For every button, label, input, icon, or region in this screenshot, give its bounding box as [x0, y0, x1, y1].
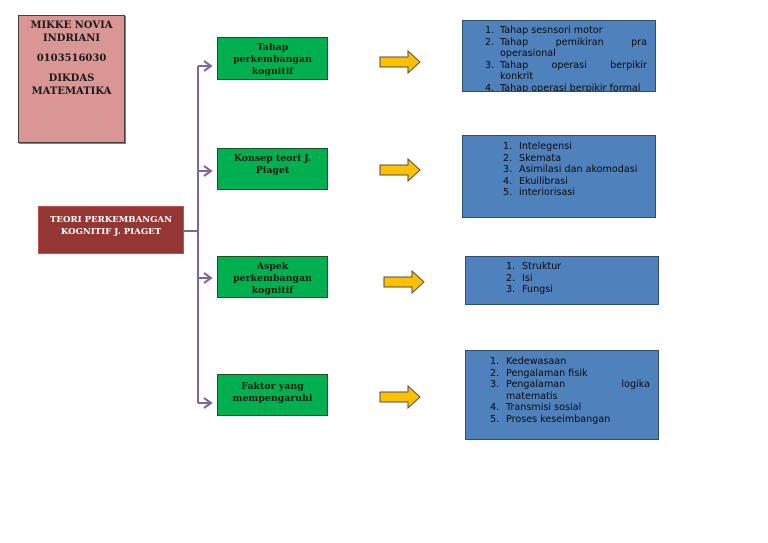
- detail-item: 1.Intelegensi: [503, 141, 572, 152]
- author-name-line2: INDRIANI: [42, 33, 101, 44]
- branch-title-line: perkembangan: [233, 54, 312, 65]
- arrow-right-icon-1: [379, 49, 421, 75]
- main-topic-line1: TEORI PERKEMBANGAN: [50, 215, 172, 225]
- branch-title-line: Tahap: [256, 42, 289, 53]
- detail-item: 1.Struktur: [506, 261, 562, 272]
- detail-item: operasional: [500, 48, 556, 60]
- detail-item: 5.Proses keseimbangan: [490, 413, 611, 425]
- detail-item: 3.Pengalaman logika: [490, 379, 650, 391]
- detail-item: 3.Tahap operasi berpikir: [485, 59, 647, 71]
- chevron-icon-1: [203, 60, 213, 72]
- branch-title-line: perkembangan: [233, 273, 312, 284]
- author-program-line2: MATEMATIKA: [31, 86, 112, 97]
- branch-box-konsep-teori: Konsep teori J. Piaget: [217, 148, 328, 190]
- branch-title-line: kognitif: [251, 66, 294, 77]
- author-name-line1: MIKKE NOVIA: [30, 20, 113, 31]
- branch-box-aspek-perkembangan: Aspek perkembangan kognitif: [217, 256, 328, 298]
- branch-title-line: Aspek: [256, 261, 289, 272]
- detail-item: 4.Ekuilibrasi: [503, 175, 568, 187]
- detail-box-aspek-perkembangan: 1.Struktur 2.Isi 3.Fungsi: [465, 256, 659, 305]
- detail-box-konsep-teori: 1.Intelegensi 2.Skemata 3.Asimilasi dan …: [462, 135, 656, 218]
- arrow-right-icon-2: [379, 157, 421, 183]
- bracket-connector: [184, 60, 213, 409]
- chevron-icon-3: [203, 272, 213, 284]
- arrow-right-icon-4: [379, 384, 421, 410]
- chevron-icon-2: [203, 165, 213, 177]
- detail-item: 2.Isi: [506, 272, 533, 284]
- branch-title-line: Piaget: [255, 165, 290, 176]
- detail-item: 4.Transmisi sosial: [490, 402, 582, 414]
- detail-item: 1.Kedewasaan: [490, 356, 567, 367]
- branch-title-line: kognitif: [251, 285, 294, 296]
- detail-box-tahap-perkembangan: 1.Tahap sesnsori motor 2.Tahap pemikiran…: [462, 20, 656, 92]
- author-program-line1: DIKDAS: [48, 73, 95, 84]
- detail-item: 5.interiorisasi: [503, 187, 576, 199]
- branch-title-line: Faktor yang: [241, 381, 304, 392]
- detail-item: 1.Tahap sesnsori motor: [485, 25, 603, 36]
- detail-item: konkrit: [500, 71, 534, 83]
- detail-item: 2.Skemata: [503, 152, 562, 164]
- branch-title-line: mempengaruhi: [232, 393, 313, 404]
- branch-title-line: Konsep teori J.: [233, 153, 312, 164]
- main-topic-line2: KOGNITIF J. PIAGET: [60, 227, 162, 237]
- branch-box-tahap-perkembangan: Tahap perkembangan kognitif: [217, 37, 328, 80]
- detail-item: 3.Asimilasi dan akomodasi: [503, 164, 638, 176]
- chevron-icon-4: [203, 397, 213, 409]
- detail-box-faktor: 1.Kedewasaan 2.Pengalaman fisik 3.Pengal…: [465, 350, 659, 440]
- detail-item: matematis: [506, 390, 558, 402]
- author-box: MIKKE NOVIA INDRIANI 0103516030 DIKDAS M…: [18, 15, 125, 143]
- detail-item: 4.Tahap operasi berpikir formal: [485, 82, 641, 92]
- main-topic-box: TEORI PERKEMBANGAN KOGNITIF J. PIAGET: [38, 206, 184, 254]
- branch-box-faktor: Faktor yang mempengaruhi: [217, 374, 328, 416]
- arrow-right-icon-3: [383, 269, 425, 295]
- detail-item: 3.Fungsi: [506, 284, 553, 296]
- detail-item: 2.Pengalaman fisik: [490, 367, 588, 379]
- detail-item: 2.Tahap pemikiran pra: [485, 36, 647, 48]
- author-id: 0103516030: [36, 53, 107, 64]
